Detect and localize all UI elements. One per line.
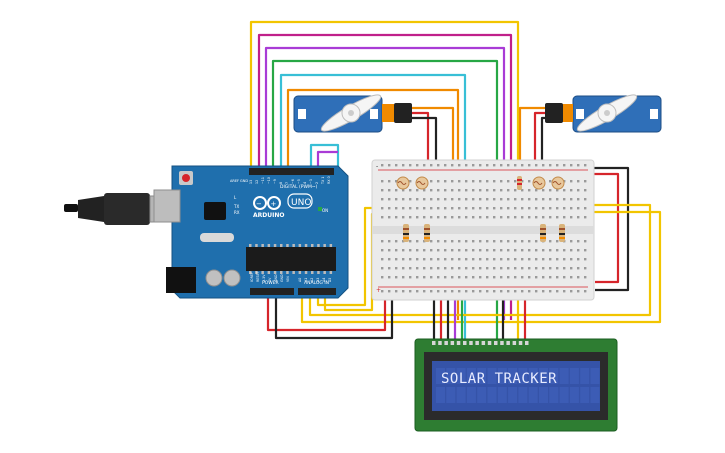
wire-servo1-red[interactable] [412,111,430,165]
pin-label: TX 1 [321,177,325,185]
pin-label: ~9 [273,179,277,184]
pin-label: ~5 [297,179,301,184]
pin-label: VIN [286,276,290,282]
pin-label: 4 [303,182,307,184]
l-led-label: L [234,195,237,200]
wire-red-power[interactable] [266,296,387,332]
svg-text:+: + [271,200,277,208]
resistor-icon[interactable] [517,176,522,190]
pin-label: GND [280,274,284,282]
svg-text:−: − [256,200,262,208]
on-led-label: ON [322,208,328,213]
analog-header-label: ANALOG IN [304,280,329,286]
arduino-model-label: UNO [291,198,311,208]
arduino-logo: − + [253,196,281,210]
pin-label: 7 [285,182,289,184]
pin-label: ~11 [261,177,265,184]
pin-label: A2 [310,278,314,282]
pin-label: ~3 [309,179,313,184]
wire-black-power[interactable] [274,296,394,340]
pin-label: A1 [304,278,308,282]
resistor-icon[interactable] [540,224,546,242]
wire-black-right[interactable] [590,166,630,292]
pin-label: RESET [256,270,260,282]
pin-label: 8 [279,182,283,184]
microcontroller-chip-icon [246,244,336,274]
photoresistor-icon[interactable] [415,176,429,190]
aref-label: AREF [230,179,239,183]
arduino-uno-board[interactable]: − + ARDUINO UNO DIGITAL (PWM~) POWER ANA… [153,165,349,299]
lcd-text: SOLAR TRACKER [441,371,557,387]
servo-motor-icon[interactable] [545,90,662,136]
resistor-icon[interactable] [559,224,565,242]
pin-label: A0 [298,278,302,282]
lcd-display-icon[interactable]: SOLAR TRACKER [414,338,618,432]
resistor-icon[interactable] [403,224,409,242]
wire-yellow-loop-right[interactable] [308,203,652,317]
pin-label: ~10 [267,177,271,184]
servo-motor-icon[interactable] [293,90,412,136]
photoresistor-icon[interactable] [551,176,565,190]
arduino-brand-label: ARDUINO [253,212,284,219]
breadboard-minus-label: - [376,163,378,170]
pin-label: 13 [249,180,253,184]
breadboard-plus-label: + [376,287,381,294]
digital-header-label: DIGITAL (PWM~) [280,184,318,190]
resistor-icon[interactable] [424,224,430,242]
photoresistor-icon[interactable] [396,176,410,190]
wire-servo1-black[interactable] [412,116,438,172]
breadboard[interactable]: + - [371,159,595,301]
pin-label: A4 [322,278,326,282]
pin-label: 2 [315,182,319,184]
pin-label: ~6 [291,179,295,184]
wire-servo2-orange[interactable] [518,106,553,180]
pin-label: 5V [268,277,272,282]
pin-label: 3.3V [262,274,266,282]
wire-purple-short[interactable] [316,150,338,172]
pin-label: IOREF [250,272,254,282]
rx-led-label: RX [234,210,240,215]
pin-label: GND [274,274,278,282]
tx-led-label: TX [233,204,239,209]
photoresistor-icon[interactable] [532,176,546,190]
pin-label: A3 [316,278,320,282]
pin-label: RX 0 [327,176,331,184]
wire-red-right[interactable] [590,172,620,284]
wire-yellow-top[interactable] [249,20,520,180]
wire-cyan-short[interactable] [309,143,340,172]
power-header-label: POWER [262,280,279,286]
pin-label: 12 [255,180,259,184]
wire-servo1-orange[interactable] [412,106,455,178]
pin-label: A5 [328,278,332,282]
gnd-label: GND [240,179,248,183]
wire-yellow-loop-right2[interactable] [300,210,662,324]
